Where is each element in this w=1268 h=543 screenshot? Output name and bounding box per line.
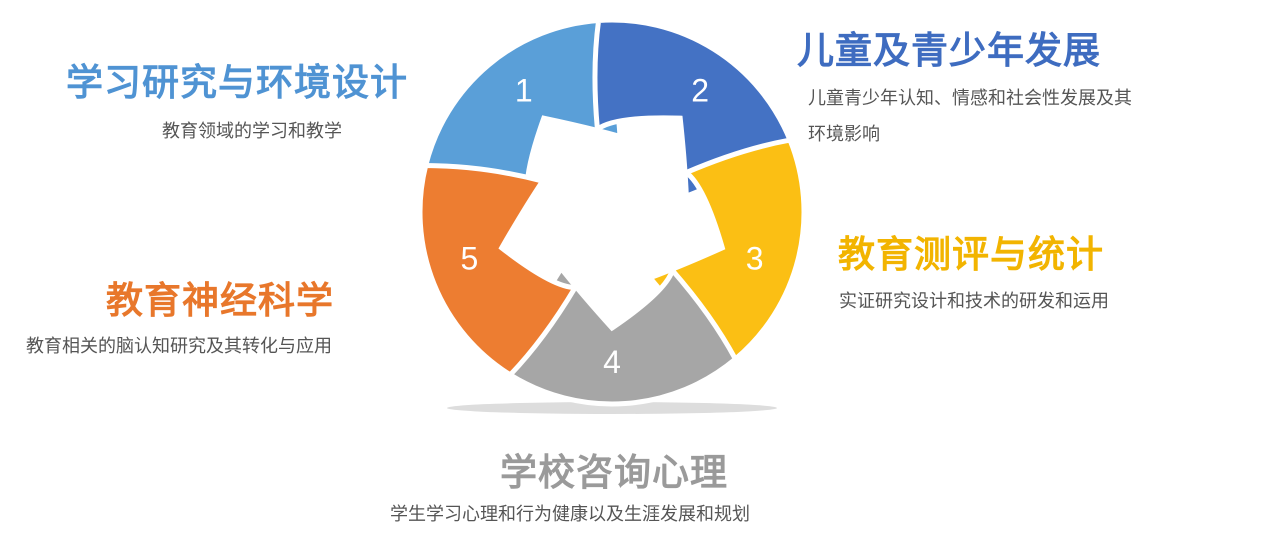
wheel-shadow <box>447 402 777 414</box>
segment-number-4: 4 <box>603 344 621 380</box>
title-assessment-statistics: 教育测评与统计 <box>838 233 1104 276</box>
desc-child-development: 儿童青少年认知、情感和社会性发展及其 <box>808 88 1132 109</box>
title-learning-research: 学习研究与环境设计 <box>66 61 408 104</box>
wheel-segment-5 <box>417 163 580 379</box>
desc-learning-research: 教育领域的学习和教学 <box>162 121 342 142</box>
segment-number-5: 5 <box>460 240 478 276</box>
title-school-counseling: 学校咨询心理 <box>500 451 728 494</box>
segment-number-1: 1 <box>515 73 533 109</box>
segment-number-3: 3 <box>746 240 764 276</box>
desc-educational-neuroscience: 教育相关的脑认知研究及其转化与应用 <box>26 336 332 357</box>
segment-number-2: 2 <box>691 73 709 109</box>
title-child-development: 儿童及青少年发展 <box>797 29 1101 72</box>
title-educational-neuroscience: 教育神经科学 <box>106 279 334 322</box>
desc-assessment-statistics: 实证研究设计和技术的研发和运用 <box>839 291 1109 312</box>
desc-school-counseling: 学生学习心理和行为健康以及生涯发展和规划 <box>390 504 750 525</box>
desc-child-development-line2: 环境影响 <box>808 124 880 145</box>
